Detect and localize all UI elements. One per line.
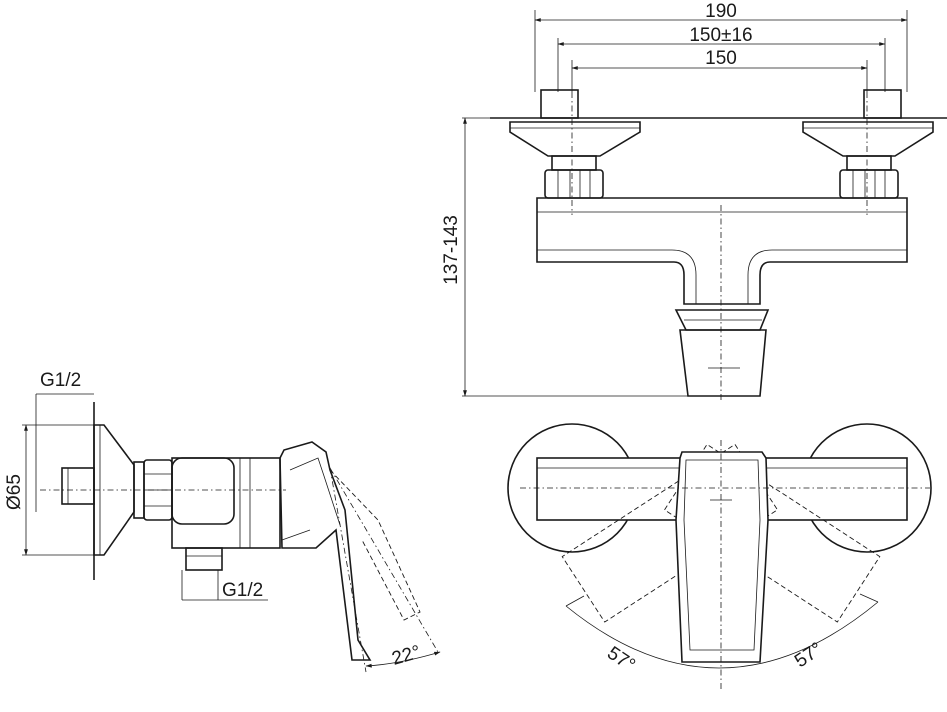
dim-label-height: 137-143 bbox=[441, 215, 462, 285]
dim-label-outlet-thread: G1/2 bbox=[222, 580, 263, 601]
inlet-stub-side bbox=[61, 467, 95, 505]
lever-side-inner bbox=[289, 457, 341, 526]
left-nut bbox=[544, 169, 604, 199]
top-view: 57° 57° bbox=[507, 423, 932, 690]
dim-label-150: 150 bbox=[705, 48, 737, 69]
right-nut bbox=[839, 169, 899, 199]
right-connector-stub bbox=[863, 89, 902, 119]
left-escutcheon bbox=[509, 121, 641, 157]
left-connector-stub bbox=[540, 89, 579, 119]
right-nut-top bbox=[846, 155, 892, 171]
side-view: G1/2 Ø65 G1/2 bbox=[4, 370, 441, 673]
body-inner-left bbox=[537, 249, 697, 304]
lever-tilted-axis bbox=[329, 467, 439, 653]
dim-label-190: 190 bbox=[705, 1, 737, 22]
outlet-side bbox=[185, 547, 223, 571]
dim-label-wall-thread: G1/2 bbox=[40, 370, 81, 391]
rotation-arc bbox=[565, 601, 879, 669]
angle-arc-22 bbox=[365, 651, 441, 668]
dim-label-150-16: 150±16 bbox=[689, 25, 752, 46]
rotation-arc-end-left bbox=[565, 595, 585, 607]
mixer-body bbox=[536, 197, 908, 305]
angle-label-57-right: 57° bbox=[791, 639, 827, 672]
lever-side-base bbox=[281, 529, 311, 541]
dim-label-diameter: Ø65 bbox=[4, 474, 25, 510]
lever-front bbox=[679, 329, 767, 397]
lever-axis bbox=[329, 467, 367, 673]
angle-label-22: 22° bbox=[390, 642, 423, 670]
lever-top-inner bbox=[683, 459, 761, 651]
body-inner-right bbox=[747, 249, 907, 304]
body-side bbox=[171, 457, 281, 549]
front-view: 190 150±16 150 137-143 bbox=[441, 1, 947, 400]
angle-label-57-left: 57° bbox=[603, 643, 639, 676]
rotation-arc-end-right bbox=[859, 593, 879, 603]
lever-side bbox=[279, 441, 372, 661]
right-escutcheon bbox=[802, 121, 934, 157]
left-nut-top bbox=[551, 155, 597, 171]
lever-top-view bbox=[675, 451, 769, 663]
lever-tilted-outline bbox=[329, 469, 421, 621]
body-side-panel bbox=[171, 457, 235, 525]
